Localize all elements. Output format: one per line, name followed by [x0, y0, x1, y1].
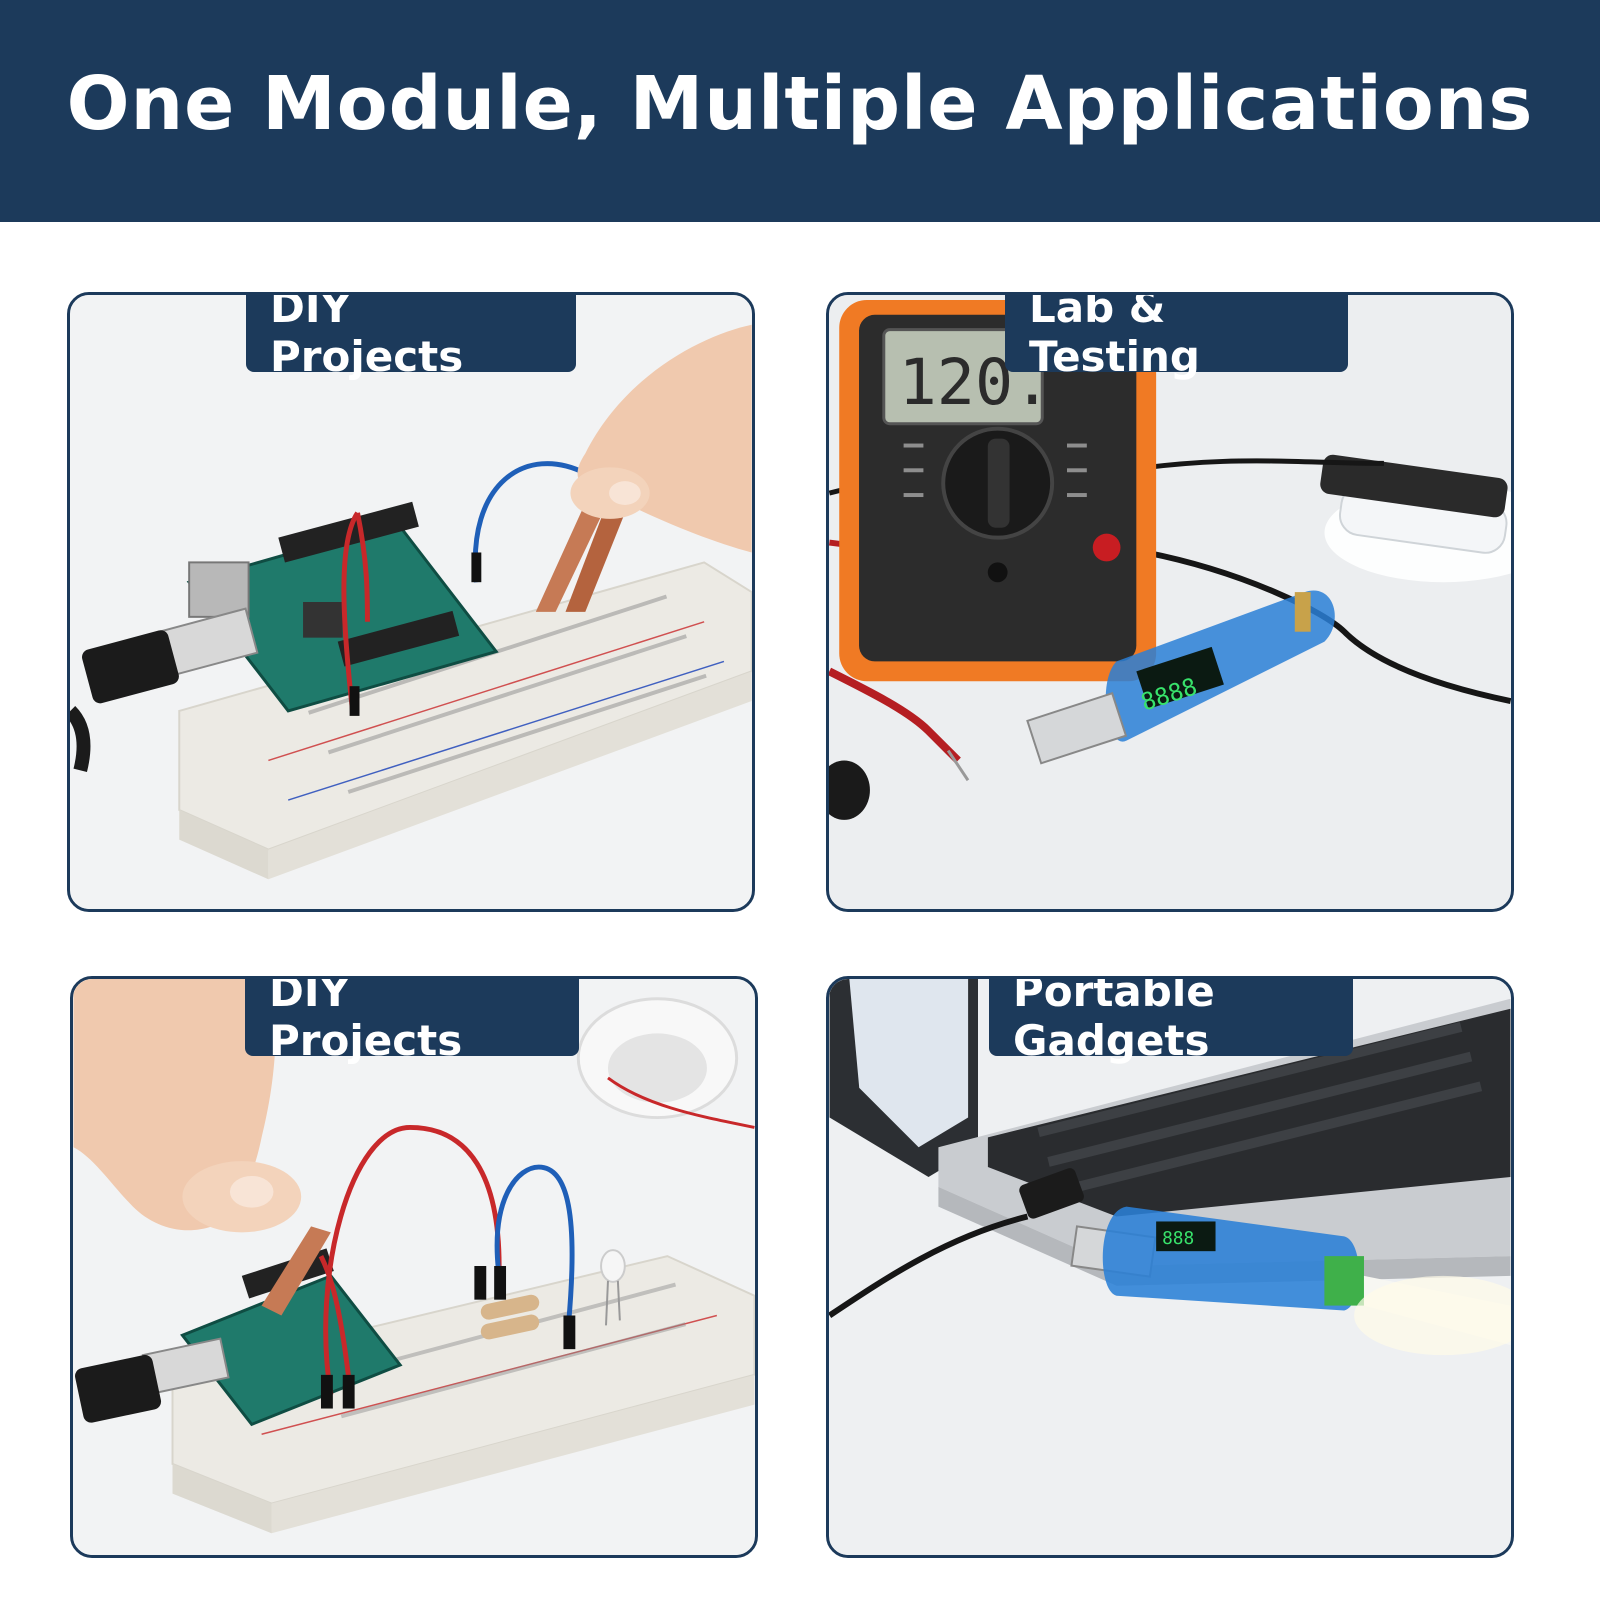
- panel-label: Portable Gadgets: [989, 979, 1353, 1065]
- panel-diy-projects-2: DIY Projects: [70, 976, 758, 1558]
- header-banner: One Module, Multiple Applications: [0, 0, 1600, 222]
- panel-lab-testing: 120. 8888 Lab & Testing: [826, 292, 1514, 912]
- breadboard-photo: [70, 295, 752, 909]
- panel-label: Lab & Testing: [1005, 295, 1348, 381]
- panel-diy-projects-1: DIY Projects: [67, 292, 755, 912]
- breadboard-led-photo: [73, 979, 755, 1555]
- panel-label: DIY Projects: [245, 979, 579, 1065]
- svg-text:888: 888: [1162, 1228, 1194, 1249]
- panel-label: DIY Projects: [246, 295, 576, 381]
- laptop-photo: 888: [829, 979, 1511, 1555]
- multimeter-photo: 120. 8888: [829, 295, 1511, 909]
- panel-portable-gadgets: 888 Portable Gadgets: [826, 976, 1514, 1558]
- page-title: One Module, Multiple Applications: [66, 61, 1534, 147]
